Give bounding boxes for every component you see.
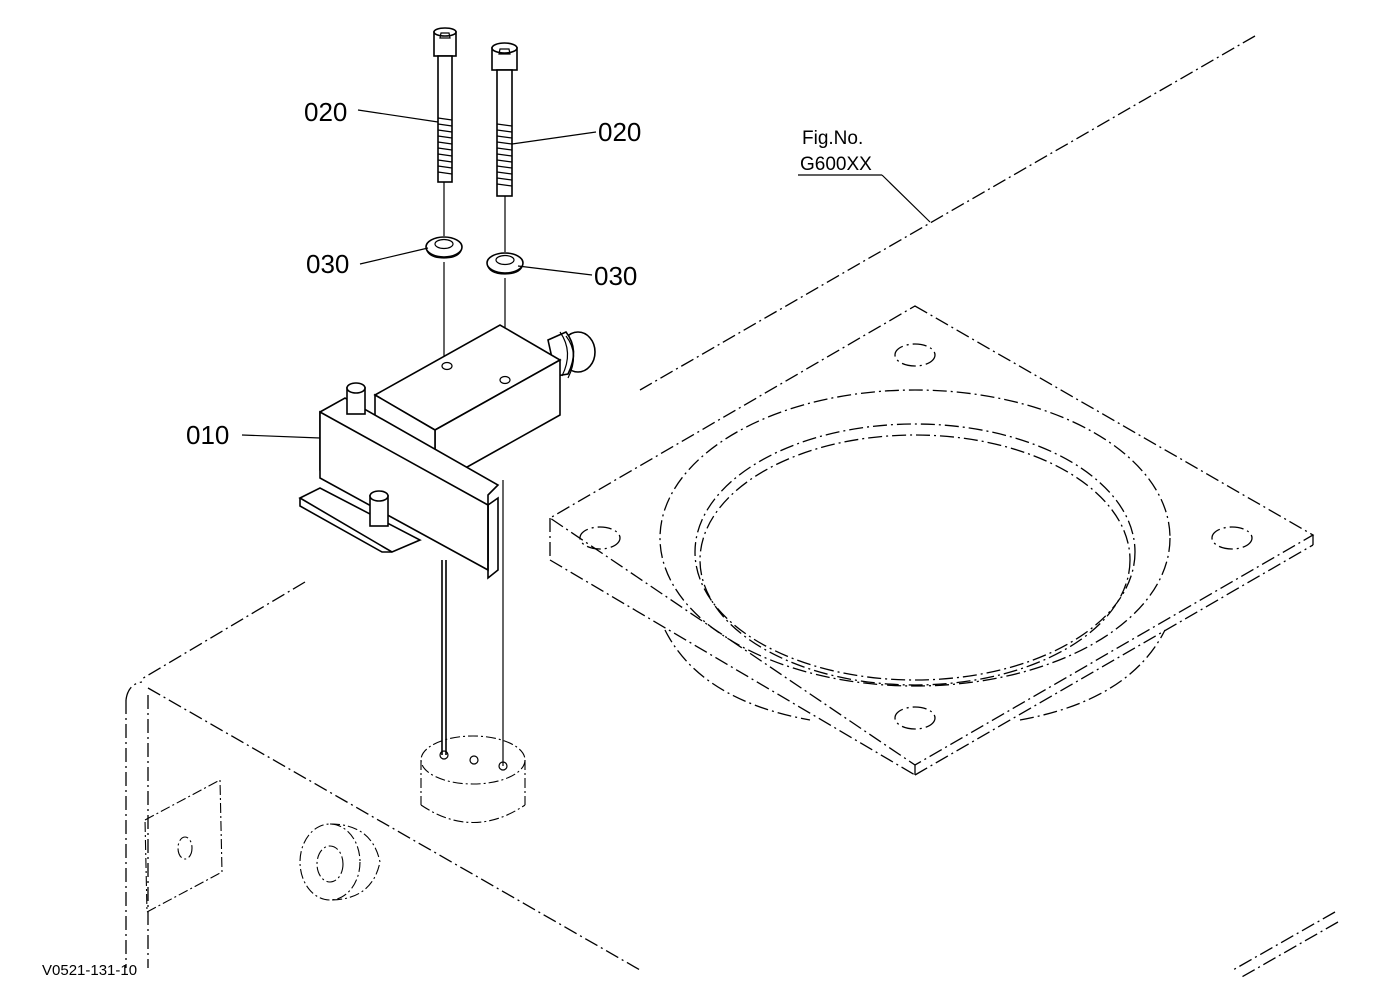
drawing-code: V0521-131-10: [42, 962, 137, 979]
leader-lines: [241, 109, 931, 439]
mounting-flange: [548, 305, 1315, 776]
callout-bolt-right: 020: [598, 117, 641, 147]
callout-washer-right: 030: [594, 261, 637, 291]
grommet: [299, 823, 381, 901]
pin: [346, 382, 389, 527]
actuator-boss: [420, 735, 526, 823]
figure-ref-label: Fig.No.: [802, 128, 863, 149]
switch-assembly: [298, 324, 596, 580]
callout-bolt-left: 020: [304, 97, 347, 127]
callout-washer-left: 030: [306, 249, 349, 279]
washer-left: [425, 236, 463, 259]
bolt-left: [433, 27, 457, 183]
flange-hole: [579, 343, 1253, 730]
callout-switch: 010: [186, 420, 229, 450]
washer-right: [486, 252, 524, 275]
housing-outline: [125, 35, 1339, 979]
assembly-centerlines: [441, 182, 506, 766]
bolt-right: [491, 42, 518, 197]
housing-tab: [144, 779, 223, 913]
figure-ref-number: G600XX: [800, 154, 872, 175]
